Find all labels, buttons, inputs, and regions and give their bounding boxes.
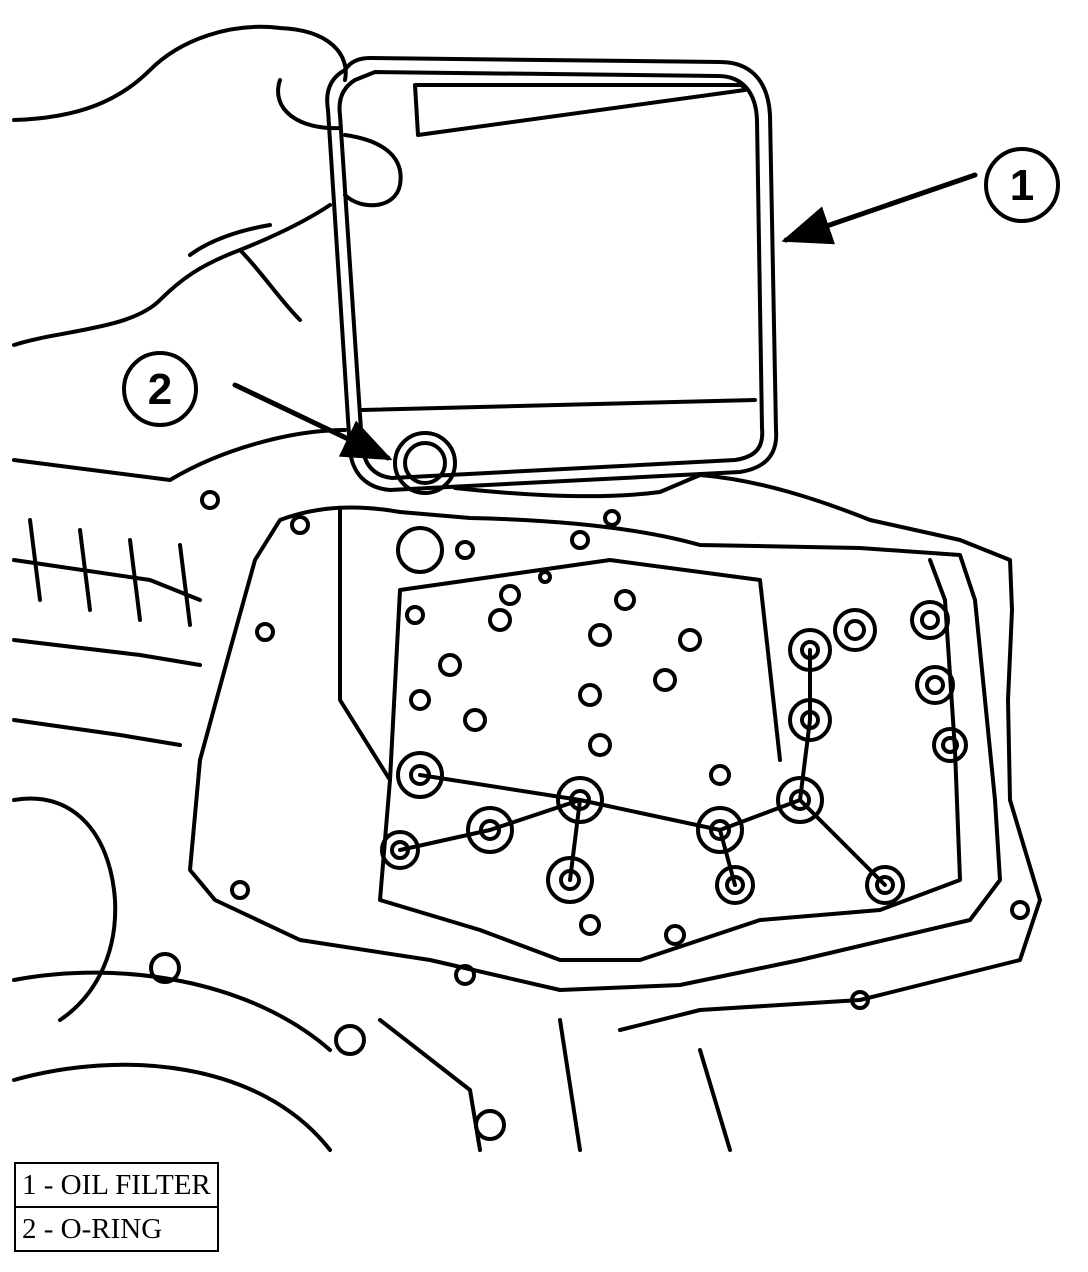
legend-table: 1 - OIL FILTER 2 - O-RING bbox=[14, 1162, 219, 1252]
legend-row: 2 - O-RING bbox=[14, 1206, 219, 1252]
hand-drawing bbox=[12, 24, 403, 347]
callout-2: 2 bbox=[122, 351, 198, 427]
bolt-link-lines bbox=[398, 648, 887, 887]
o-ring-drawing bbox=[393, 431, 457, 495]
callout-1: 1 bbox=[984, 147, 1060, 223]
legend-item-o-ring: 2 - O-RING bbox=[14, 1206, 219, 1252]
valve-body-bolts bbox=[149, 490, 1030, 1141]
legend-item-oil-filter: 1 - OIL FILTER bbox=[14, 1162, 219, 1208]
transmission-case-drawing bbox=[12, 428, 1042, 1152]
callout-leaders bbox=[232, 172, 978, 461]
legend-row: 1 - OIL FILTER bbox=[14, 1162, 219, 1208]
callout-1-number: 1 bbox=[1010, 161, 1034, 210]
oil-filter-drawing bbox=[325, 56, 779, 492]
transmission-valve-body-illustration: 1 2 bbox=[12, 24, 1060, 1152]
callout-2-number: 2 bbox=[148, 365, 172, 414]
